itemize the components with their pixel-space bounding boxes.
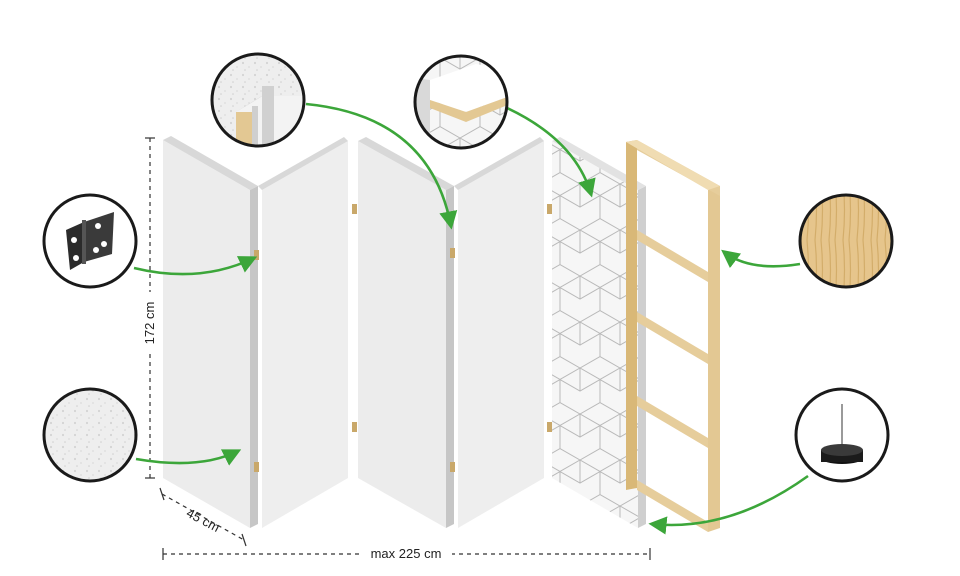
- foot-pin-detail-icon: [794, 387, 890, 483]
- arrow-wood: [721, 249, 801, 269]
- hinge-4-bottom: [547, 422, 552, 432]
- hinge-3-bottom: [450, 462, 455, 472]
- hinge-2-bottom: [352, 422, 357, 432]
- arrow-foot: [648, 474, 809, 535]
- arrows: [133, 102, 809, 535]
- panel-1: [163, 136, 258, 528]
- hinge-1-bottom: [254, 462, 259, 472]
- panel-3: [358, 137, 454, 528]
- arrow-print-corner: [506, 106, 596, 198]
- print-corner-detail-icon: [413, 54, 509, 150]
- screen-panels: [163, 136, 646, 528]
- panel-4: [454, 137, 544, 528]
- panel-2: [258, 137, 348, 528]
- arrow-panel-edge: [305, 102, 458, 230]
- depth-label: 45 cm: [184, 505, 222, 535]
- panel-5-printed: [552, 137, 646, 528]
- height-label: 172 cm: [142, 302, 157, 345]
- hinges: [254, 204, 552, 472]
- width-label: max 225 cm: [371, 546, 442, 561]
- hinge-2-top: [352, 204, 357, 214]
- hinge-3-top: [450, 248, 455, 258]
- hinge-1-top: [254, 250, 259, 260]
- fabric-texture-detail-icon: [42, 387, 138, 483]
- hinge-4-top: [547, 204, 552, 214]
- panel-edge-detail-icon: [210, 52, 306, 148]
- wood-grain-detail-icon: [798, 193, 894, 289]
- hinge-detail-icon: [42, 193, 138, 289]
- arrow-hinge: [133, 256, 258, 276]
- wooden-frame: [626, 140, 720, 532]
- arrow-fabric: [135, 449, 242, 466]
